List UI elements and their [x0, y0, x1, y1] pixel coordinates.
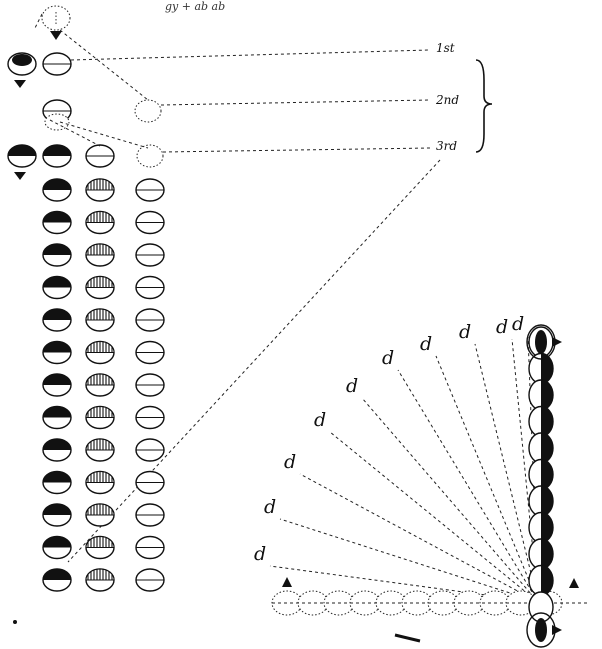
grid-cell-empty	[135, 210, 165, 235]
arrow-up-icon	[569, 578, 579, 588]
grid-cell-hatched	[85, 373, 115, 397]
d-label: d	[314, 409, 326, 431]
grid-cell-empty	[135, 405, 165, 430]
arrow-right-icon	[552, 625, 562, 635]
arrow-right-icon	[552, 337, 562, 347]
ray-line	[474, 343, 539, 603]
grid-cell-black	[42, 275, 72, 300]
parent-cell	[41, 5, 71, 31]
chain-cell	[528, 405, 554, 438]
grid-cell-hatched	[85, 210, 115, 235]
chain-cell	[528, 511, 554, 544]
grid-cell-black	[42, 470, 72, 495]
ray-line	[279, 518, 539, 603]
chain-end-cell	[526, 612, 556, 648]
brace	[475, 59, 493, 153]
chain-cell	[528, 485, 554, 517]
d-label: d	[459, 321, 471, 343]
header-text: gy + ab ab	[165, 0, 225, 13]
gen3-row	[7, 144, 164, 180]
ray-line	[397, 369, 539, 603]
ray-line	[299, 473, 539, 603]
grid-cell-black	[42, 178, 72, 202]
grid-cell-hatched	[85, 503, 115, 527]
stray-mark	[13, 620, 17, 624]
grid-cell-black	[42, 210, 72, 235]
stray-mark	[394, 633, 421, 643]
grid-cell-empty	[135, 470, 165, 495]
gen-label-1: 1st	[436, 41, 455, 55]
grid-cell-black	[42, 340, 72, 365]
grid-cell-empty	[135, 275, 165, 300]
grid-cell-hatched	[85, 568, 115, 592]
grid-cell-black	[42, 243, 72, 267]
grid-cell-hatched	[85, 308, 115, 332]
grid-cell-empty	[135, 340, 165, 365]
d-label: d	[512, 313, 524, 335]
grid-cell-black	[42, 405, 72, 430]
grid-cell-hatched	[85, 178, 115, 202]
cell-grid	[42, 178, 165, 592]
arrow-up-icon	[282, 577, 292, 587]
grid-cell-black	[42, 535, 72, 560]
grid-cell-black	[42, 308, 72, 332]
grid-cell-hatched	[85, 438, 115, 462]
grid-cell-black	[42, 568, 72, 592]
grid-cell-empty	[135, 503, 165, 527]
lineage-group: 1st 2nd 3rd	[7, 5, 493, 563]
ray-line	[329, 431, 539, 603]
grid-cell-black	[42, 373, 72, 397]
d-label: d	[254, 543, 266, 565]
grid-cell-hatched	[85, 275, 115, 300]
grid-cell-hatched	[85, 535, 115, 560]
grid-cell-empty	[135, 568, 165, 592]
grid-cell-hatched	[85, 470, 115, 495]
chain-cell	[528, 352, 554, 385]
gen-label-2: 2nd	[435, 93, 459, 107]
grid-cell-black	[42, 438, 72, 462]
grid-cell-hatched	[85, 340, 115, 365]
grid-cell-empty	[135, 438, 165, 462]
grid-cell-empty	[135, 535, 165, 560]
arrow-down-icon	[14, 172, 26, 180]
d-label: d	[284, 451, 296, 473]
grid-cell-empty	[135, 178, 165, 202]
ray-line	[361, 397, 539, 603]
grid-cell-hatched	[85, 243, 115, 267]
chain-cell	[528, 458, 554, 491]
d-label: d	[420, 333, 432, 355]
chain-cell	[528, 432, 554, 464]
ray-line	[435, 355, 539, 603]
grid-cell-black	[42, 503, 72, 527]
grid-cell-empty	[135, 243, 165, 267]
grid-cell-hatched	[85, 405, 115, 430]
grid-cell-empty	[135, 308, 165, 332]
gen1-row	[7, 52, 72, 88]
gen-label-3: 3rd	[436, 139, 457, 153]
chain-cell	[528, 591, 554, 623]
arrow-down-icon	[50, 31, 62, 40]
arrow-down-icon	[14, 80, 26, 88]
d-label: d	[264, 496, 276, 518]
d-label: d	[496, 316, 508, 338]
chain-cell	[528, 379, 554, 411]
chain-cell	[528, 538, 554, 570]
d-label: d	[346, 375, 358, 397]
gen2-row	[42, 99, 162, 131]
d-label: d	[382, 347, 394, 369]
grid-cell-empty	[135, 373, 165, 397]
chain-cell	[528, 564, 554, 597]
vertical-chain	[526, 324, 556, 648]
